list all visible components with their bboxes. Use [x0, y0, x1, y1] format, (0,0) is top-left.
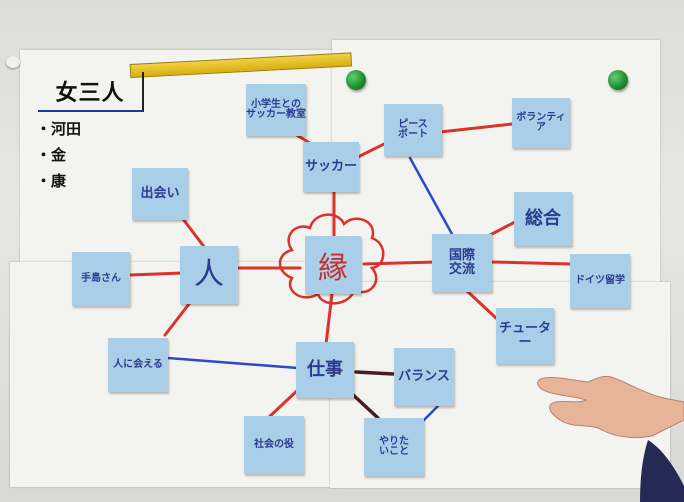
line-person-teshima: [128, 271, 185, 277]
line-peaceboat-volunteer: [438, 122, 514, 134]
line-soccer-peaceboat: [354, 140, 390, 160]
line-intl-sogo: [488, 220, 517, 237]
line-intl-germany: [490, 260, 572, 266]
note-want-to-do: やりた いこと: [364, 418, 424, 476]
magnet-left: [346, 70, 366, 90]
member-item: 河田: [36, 116, 81, 142]
cloud-outline: [278, 213, 385, 305]
line-peaceboat-intl: [408, 156, 454, 236]
note-social-role: 社会の役: [244, 416, 304, 474]
note-teshima: 手島さん: [72, 252, 130, 306]
note-balance: バランス: [394, 348, 454, 406]
note-study-germany: ドイツ留学: [570, 254, 630, 308]
member-list: 河田 金 康: [36, 116, 81, 194]
thumbtack: [6, 56, 20, 68]
note-encounter: 出会い: [132, 168, 188, 220]
note-tutor: チューター: [496, 308, 554, 364]
note-international: 国際 交流: [432, 234, 492, 292]
paper-sheet-top-right: [332, 40, 660, 290]
line-meet-work: [166, 356, 300, 370]
note-sogo: 総合: [514, 192, 572, 246]
note-soccer-class: 小学生との サッカー教室: [246, 84, 306, 136]
line-person-meet: [163, 298, 194, 337]
member-item: 金: [36, 142, 81, 168]
line-person-encounter: [178, 213, 207, 250]
note-soccer: サッカー: [303, 142, 359, 192]
center-note: 縁: [305, 236, 361, 294]
line-work-social: [266, 386, 302, 420]
member-item: 康: [36, 168, 81, 194]
line-work-balance: [354, 370, 396, 376]
note-peace-boat: ピース ボート: [384, 104, 442, 156]
title-box: 女三人: [38, 72, 144, 112]
line-work-wanttodo: [348, 390, 380, 420]
note-meet-people: 人に会える: [108, 338, 168, 392]
magnet-right: [608, 70, 628, 90]
note-person: 人: [180, 246, 238, 304]
line-center-international: [362, 260, 438, 266]
note-volunteer: ボランティア: [512, 98, 570, 148]
note-work: 仕事: [296, 342, 354, 398]
line-intl-tutor: [464, 288, 498, 320]
